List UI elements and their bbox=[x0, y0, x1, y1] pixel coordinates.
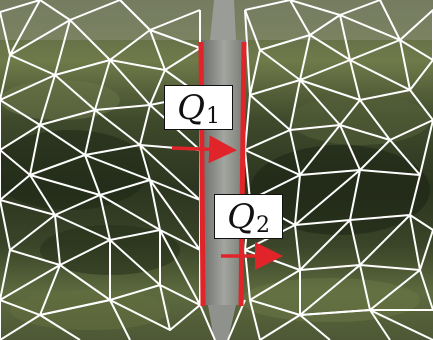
q1-flux-arrow bbox=[171, 135, 237, 164]
flux-subscript-q2: 2 bbox=[255, 212, 270, 238]
right-boundary-line bbox=[238, 41, 247, 307]
channel-inflow bbox=[210, 0, 236, 40]
flux-symbol-q2: Q bbox=[227, 196, 255, 237]
flux-subscript-q1: 1 bbox=[205, 103, 220, 129]
river-channel bbox=[203, 40, 245, 305]
vegetation-texture bbox=[0, 80, 430, 330]
flux-symbol-q1: Q bbox=[177, 87, 205, 128]
left-boundary-line bbox=[198, 41, 206, 307]
channel-outflow bbox=[208, 305, 236, 340]
